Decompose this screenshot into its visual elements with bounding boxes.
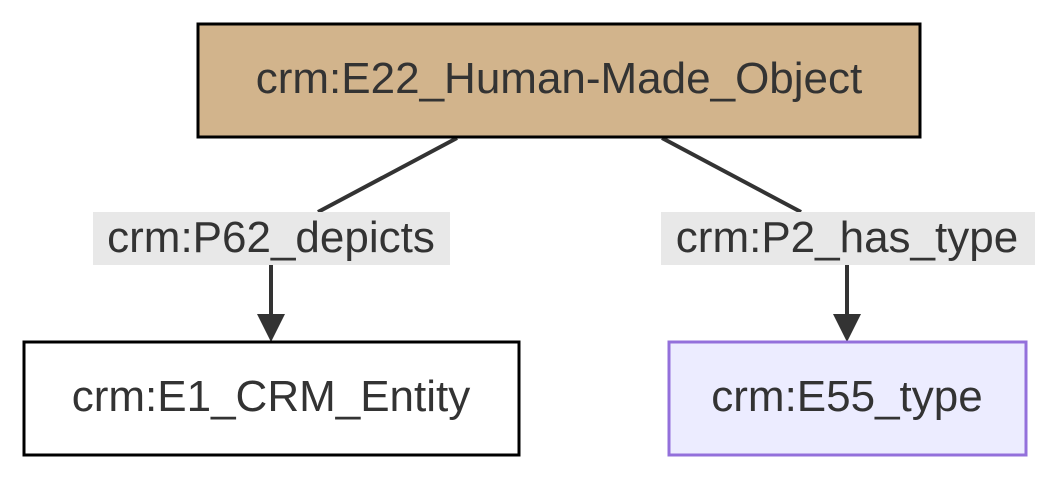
- edge-label-depicts-bg: [93, 212, 450, 265]
- edge-depicts: [257, 136, 458, 342]
- node-e22-box: [196, 22, 922, 139]
- node-e1-label: crm:E1_CRM_Entity: [72, 372, 471, 421]
- edge-label-has-type: crm:P2_has_type: [661, 212, 1035, 265]
- edge-label-depicts: crm:P62_depicts: [93, 212, 450, 265]
- edge-has-type-arrowhead: [833, 314, 861, 342]
- edge-depicts-arrowhead: [257, 314, 285, 342]
- node-e1-box: [22, 340, 521, 457]
- node-e55-label: crm:E55_type: [711, 372, 982, 421]
- edge-label-depicts-text: crm:P62_depicts: [107, 213, 435, 262]
- edge-has-type: [661, 136, 861, 342]
- node-e22-human-made-object: crm:E22_Human-Made_Object: [196, 22, 922, 139]
- node-e55-box: [667, 340, 1028, 457]
- edge-label-has-type-text: crm:P2_has_type: [676, 213, 1018, 262]
- node-e55-type: crm:E55_type: [667, 340, 1028, 457]
- edge-has-type-upper-line: [661, 136, 802, 214]
- node-e22-label: crm:E22_Human-Made_Object: [256, 54, 862, 103]
- edge-depicts-upper-line: [317, 136, 458, 214]
- node-e1-crm-entity: crm:E1_CRM_Entity: [22, 340, 521, 457]
- edge-label-has-type-bg: [661, 212, 1035, 265]
